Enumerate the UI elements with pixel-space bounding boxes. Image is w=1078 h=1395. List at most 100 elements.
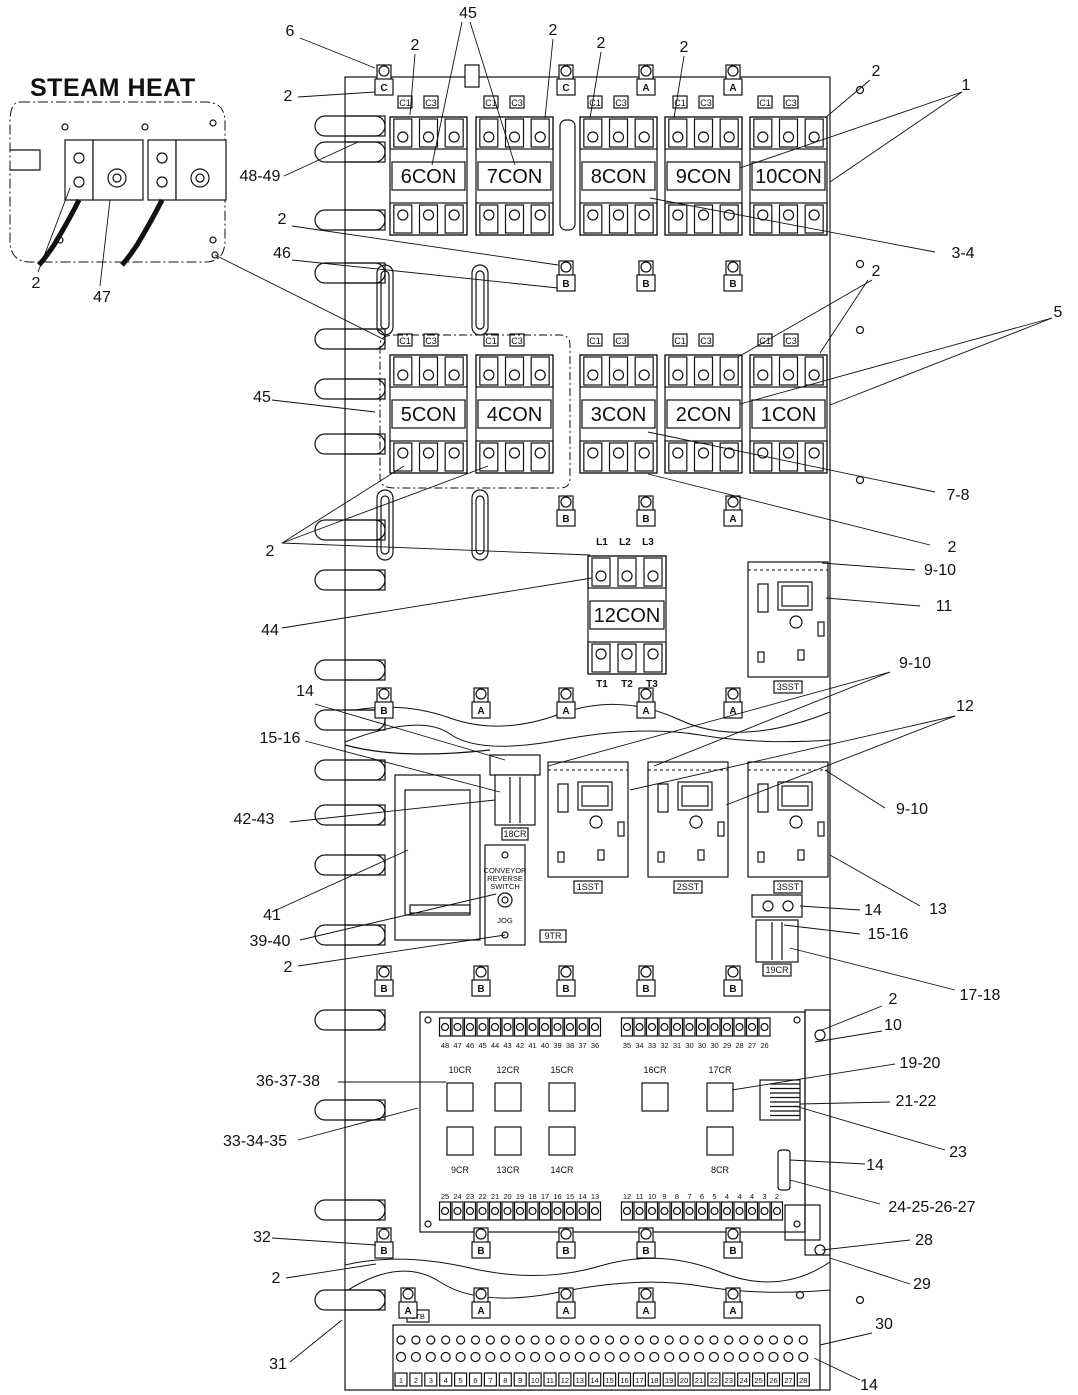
line-terminal <box>753 118 773 148</box>
contactor-dashed-outline <box>379 334 571 489</box>
callout-c30: 30 <box>819 1316 893 1346</box>
ground-tag-box <box>374 979 394 997</box>
mount-slot-inner <box>344 569 386 591</box>
board-terminal-screw <box>515 1022 525 1032</box>
mount-hole <box>209 236 217 244</box>
ground-tag-screw <box>475 1228 487 1240</box>
mount-slot-inner <box>344 115 386 137</box>
inset-leader-dot <box>211 251 219 259</box>
line-terminal <box>393 356 413 386</box>
board-relay <box>446 1126 474 1156</box>
line-screw <box>782 131 795 143</box>
relay-base <box>751 894 803 918</box>
strip-label-cell <box>602 1372 617 1387</box>
ground-tag-box <box>636 979 656 997</box>
callout-c2: 2 <box>272 1263 377 1287</box>
callout-leader <box>739 317 1053 405</box>
board-terminal <box>551 1201 564 1221</box>
relay-board-outline <box>419 1011 806 1233</box>
contactor-load-block <box>664 202 743 236</box>
ground-tag-box <box>723 78 743 96</box>
contactor-label: 1CON <box>761 404 817 426</box>
aux-label: C3 <box>425 98 437 108</box>
strip-terminal-label: 12 <box>561 1376 569 1385</box>
load-terminal <box>591 643 611 673</box>
ground-tag-screw <box>727 261 739 273</box>
callout-c24_27: 24-25-26-27 <box>789 1179 976 1216</box>
strip-screw <box>470 1351 481 1363</box>
mount-hole <box>141 123 149 131</box>
strip-screw <box>529 1351 541 1363</box>
line-screw <box>697 131 710 143</box>
board-terminal-label: 5 <box>712 1192 716 1201</box>
line-screw <box>612 131 625 143</box>
line-terminal <box>530 118 550 148</box>
aux-label: C3 <box>785 336 797 346</box>
board-terminal <box>733 1017 746 1037</box>
board-terminal <box>683 1017 696 1037</box>
ground-tag-box <box>636 1301 656 1319</box>
callout-number: 11 <box>936 598 953 615</box>
board-terminal-label: 47 <box>453 1041 461 1050</box>
board-terminal-label: 39 <box>553 1041 561 1050</box>
callout-c2: 2 <box>284 934 506 976</box>
mount-slot <box>314 1199 386 1221</box>
contactor-label-box <box>391 161 466 191</box>
board-terminal-screw <box>590 1022 600 1032</box>
strip-screw-top <box>798 1335 808 1345</box>
strip-label-cell <box>647 1372 661 1387</box>
steam-heat-title: STEAM HEAT <box>30 74 196 102</box>
aux-label: C3 <box>511 336 523 346</box>
line-terminal <box>479 356 499 386</box>
callout-number: 36-37-38 <box>256 1073 320 1090</box>
mount-slot <box>314 115 386 137</box>
load-terminal <box>504 204 525 234</box>
mount-slot-inner <box>344 709 386 731</box>
board-terminal <box>476 1201 489 1221</box>
line-screw <box>508 369 521 381</box>
callout-number: 45 <box>459 5 477 22</box>
mount-slot-inner <box>344 519 386 541</box>
strip-label-cell <box>394 1372 408 1387</box>
load-terminal <box>753 442 773 472</box>
aux-tab <box>423 333 439 347</box>
strip-screw-top <box>441 1335 451 1345</box>
aux-label: C1 <box>674 98 686 108</box>
callout-leader <box>37 187 71 273</box>
load-terminal <box>643 643 663 673</box>
board-terminal <box>683 1201 696 1221</box>
board-terminal-screw <box>503 1206 512 1216</box>
board-terminal <box>501 1201 514 1221</box>
load-screw <box>808 447 820 459</box>
contactor-load-block <box>389 202 468 236</box>
transformer-terminals <box>409 904 471 914</box>
sst-chip-inner <box>581 785 609 807</box>
sst-part <box>717 821 725 837</box>
ground-tag-letter: A <box>729 83 736 94</box>
strip-screw-top <box>485 1335 495 1345</box>
board-terminal-label: 4 <box>750 1192 754 1201</box>
strip-screw <box>753 1351 764 1363</box>
strip-terminal-label: 21 <box>695 1376 703 1385</box>
line-terminal <box>504 356 525 386</box>
line-screw <box>621 570 633 582</box>
callout-number: 28 <box>915 1232 933 1249</box>
contactor-line-block <box>389 116 468 150</box>
board-terminal-screw <box>697 1206 707 1216</box>
line-screw <box>587 131 599 143</box>
callout-leader <box>281 465 405 544</box>
sst-cap <box>657 783 669 813</box>
callout-c46: 46 <box>273 245 559 289</box>
contactor-line-block <box>475 116 554 150</box>
callout-number: 29 <box>913 1276 931 1293</box>
callout-number: 33-34-35 <box>223 1133 287 1150</box>
board-terminal-label: 31 <box>673 1041 681 1050</box>
contactor-line-block <box>749 116 828 150</box>
switch-screw <box>501 851 509 859</box>
strip-terminal-label: 22 <box>710 1376 718 1385</box>
load-terminal <box>804 442 824 472</box>
strip-screw-top <box>679 1335 689 1345</box>
mount-slot <box>314 759 386 781</box>
